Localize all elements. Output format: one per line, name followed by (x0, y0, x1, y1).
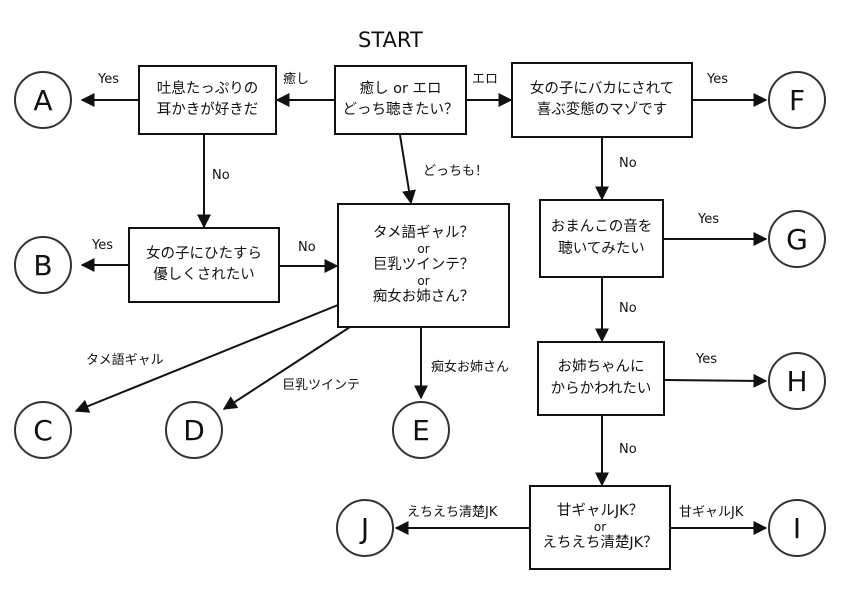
start-question-box: 癒し or エロ どっち聴きたい？ (334, 65, 467, 135)
breath-line1: 吐息たっぷりの (156, 80, 259, 97)
choice3-or1: or (417, 241, 430, 256)
choice3-or2: or (417, 273, 430, 288)
edge-label-no-jk: No (619, 442, 637, 457)
jk-opt1: 甘ギャルJK？ (556, 503, 644, 520)
gentle-question-box: 女の子にひたすら 優しくされたい (128, 227, 280, 303)
edge-label-yes-g: Yes (698, 212, 719, 227)
choice3-opt2: 巨乳ツインテ？ (372, 257, 475, 274)
gentle-line2: 優しくされたい (153, 267, 255, 283)
result-e-circle: E (392, 401, 450, 459)
edge-label-yes-h: Yes (696, 352, 717, 367)
edge-label-dotchimo: どっちも！ (423, 164, 489, 179)
result-f-circle: F (768, 71, 826, 129)
edge-label-yes-a: Yes (98, 72, 119, 87)
onee-line2: からかわれたい (550, 380, 652, 397)
arrow-choice3-to-d (222, 326, 351, 410)
result-c-circle: C (14, 401, 72, 459)
masochist-line2: 喜ぶ変態のマゾです (536, 102, 668, 118)
result-d-circle: D (165, 401, 223, 459)
omanko-question-box: おまんこの音を 聴いてみたい (539, 199, 664, 278)
arrow-start-to-choice3 (399, 134, 416, 205)
jk-or: or (593, 519, 607, 534)
masochist-question-box: 女の子にバカにされて 喜ぶ変態のマゾです (511, 62, 693, 138)
edge-label-no-omanko: No (619, 156, 637, 171)
edge-label-chijo: 痴女お姉さん (431, 360, 510, 375)
choice3-opt3: 痴女お姉さん？ (372, 289, 475, 306)
start-title: START (358, 28, 423, 52)
onee-question-box: お姉ちゃんに からかわれたい (537, 341, 665, 416)
jk-choice-box: 甘ギャルJK？ or えちえち清楚JK？ (529, 485, 671, 570)
result-j-circle: J (336, 499, 394, 557)
result-a-circle: A (14, 71, 72, 129)
masochist-line1: 女の子にバカにされて (529, 80, 675, 97)
edge-label-yes-b: Yes (92, 238, 113, 253)
result-h-circle: H (768, 352, 826, 410)
edge-label-echiechi: えちえち清楚JK (407, 505, 498, 520)
onee-line1: お姉ちゃんに (557, 359, 645, 376)
edge-label-no-choice3: No (298, 240, 316, 255)
character-choice-box: タメ語ギャル？ or 巨乳ツインテ？ or 痴女お姉さん？ (337, 203, 510, 328)
edge-label-kyonyu: 巨乳ツインテ (282, 378, 361, 393)
gentle-line1: 女の子にひたすら (146, 245, 262, 262)
start-line1: 癒し or エロ (359, 80, 442, 97)
edge-label-no-gentle: No (212, 168, 230, 183)
arrow-onee-to-h (664, 373, 768, 388)
omanko-line2: 聴いてみたい (558, 240, 645, 257)
edge-label-tamego: タメ語ギャル (86, 353, 164, 368)
breath-line2: 耳かきが好きだ (156, 102, 259, 118)
edge-label-yes-f: Yes (707, 72, 728, 87)
edge-label-ero: エロ (472, 72, 499, 87)
arrow-choice3-to-c (74, 304, 339, 413)
result-i-circle: I (768, 499, 826, 557)
jk-opt2: えちえち清楚JK？ (542, 535, 658, 552)
edge-label-no-onee: No (619, 301, 637, 316)
omanko-line1: おまんこの音を (550, 219, 653, 236)
start-line2: どっち聴きたい？ (342, 102, 459, 118)
edge-label-iyashi: 癒し (283, 72, 310, 87)
result-b-circle: B (14, 236, 72, 294)
result-g-circle: G (768, 210, 826, 268)
choice3-opt1: タメ語ギャル？ (372, 225, 475, 242)
breath-question-box: 吐息たっぷりの 耳かきが好きだ (138, 65, 277, 135)
edge-label-amagyaru: 甘ギャルJK (679, 505, 744, 520)
